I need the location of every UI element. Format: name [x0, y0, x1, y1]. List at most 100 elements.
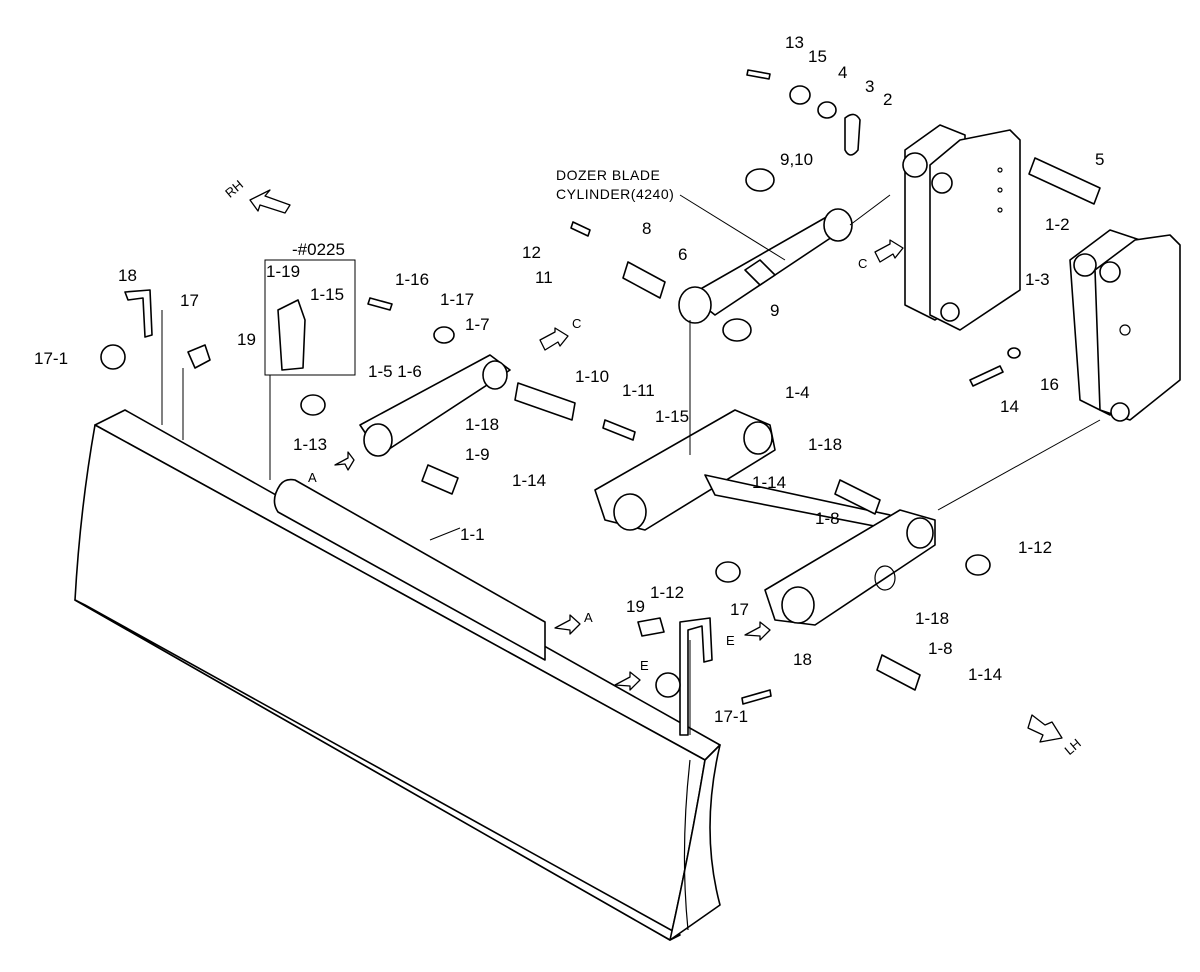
arrow-a-left — [334, 451, 355, 471]
ring-9-10 — [745, 168, 775, 192]
callout-1-15: 1-15 — [655, 407, 689, 426]
callout-1-2: 1-2 — [1045, 215, 1070, 234]
reflector-17-1-right — [655, 672, 681, 698]
callout-1-10: 1-10 — [575, 367, 609, 386]
callout-9: 9 — [770, 301, 779, 320]
label-c-top: C — [572, 316, 581, 331]
callout-4: 4 — [838, 63, 847, 82]
callout-1-19: 1-19 — [266, 262, 300, 281]
callout-1-15-inset: 1-15 — [310, 285, 344, 304]
callout-1-12-left: 1-12 — [650, 583, 684, 602]
ring-1-12-right — [965, 554, 991, 576]
clip-17-left — [124, 289, 153, 338]
callout-18-right: 18 — [793, 650, 812, 669]
callout-17-right: 17 — [730, 600, 749, 619]
callout-14: 14 — [1000, 397, 1019, 416]
bolt-14 — [969, 365, 1004, 387]
washer-3 — [817, 101, 837, 119]
leader-lines — [161, 194, 1101, 735]
callout-17-1-right: 17-1 — [714, 707, 748, 726]
callout-1-8-upper: 1-8 — [815, 509, 840, 528]
washer-16 — [1007, 347, 1021, 359]
hydraulic-cylinder — [678, 208, 853, 324]
callout-1-17: 1-17 — [440, 290, 474, 309]
callout-1-18-left: 1-18 — [465, 415, 499, 434]
label-a-mid: A — [584, 610, 593, 625]
callout-2: 2 — [883, 90, 892, 109]
frame-bracket-upper — [902, 124, 1021, 331]
callout-1-12-right: 1-12 — [1018, 538, 1052, 557]
callout-17-left: 17 — [180, 291, 199, 310]
ring-9 — [722, 318, 752, 342]
washer-4 — [789, 85, 811, 105]
callout-1-5-1-6: 1-5 1-6 — [368, 362, 422, 381]
callout-1-14-left: 1-14 — [512, 471, 546, 490]
arrow-e-left — [614, 671, 641, 691]
arrow-e-right — [744, 621, 771, 641]
callout-19-left: 19 — [237, 330, 256, 349]
arrow-a-mid — [554, 614, 581, 635]
callout-19-right: 19 — [626, 597, 645, 616]
callout-13: 13 — [785, 33, 804, 52]
callout-1-9: 1-9 — [465, 445, 490, 464]
arrow-c-top — [539, 327, 569, 351]
ring-1-13 — [300, 394, 326, 416]
pin-1-8-upper — [834, 479, 881, 515]
callout-1-4: 1-4 — [785, 383, 810, 402]
clip-17-right — [679, 617, 713, 736]
callout-1-18-mid: 1-18 — [808, 435, 842, 454]
dozer-blade — [74, 409, 721, 941]
arrow-lh — [1027, 714, 1063, 743]
callout-16: 16 — [1040, 375, 1059, 394]
wing-nut-19-left — [187, 344, 211, 369]
label-a-left: A — [308, 470, 317, 485]
callout-1-16: 1-16 — [395, 270, 429, 289]
link-arm — [359, 354, 511, 457]
caption-line1: DOZER BLADE — [556, 167, 660, 183]
serial-note: -#0225 — [292, 240, 345, 259]
bolt-1-16 — [367, 297, 393, 311]
pin-1-9 — [421, 464, 459, 495]
caption-line2: CYLINDER(4240) — [556, 186, 674, 202]
bolt-18 — [741, 689, 772, 705]
callout-1-13: 1-13 — [293, 435, 327, 454]
inset-box — [264, 259, 356, 376]
callout-1-18-right: 1-18 — [915, 609, 949, 628]
callout-18-left: 18 — [118, 266, 137, 285]
reflector-17-1-left — [100, 344, 126, 370]
callout-6: 6 — [678, 245, 687, 264]
callout-1-7: 1-7 — [465, 315, 490, 334]
wing-nut-19-right — [637, 617, 665, 637]
callout-17-1-left: 17-1 — [34, 349, 68, 368]
frame-bracket-lower — [1069, 229, 1181, 422]
pin-1-8-lower — [876, 654, 921, 691]
callout-5: 5 — [1095, 150, 1104, 169]
callout-3: 3 — [865, 77, 874, 96]
label-rh: RH — [222, 177, 246, 201]
bolt-1-15 — [602, 419, 636, 441]
label-e-right: E — [726, 633, 735, 648]
callout-12: 12 — [522, 243, 541, 262]
bolt-12 — [570, 221, 591, 237]
washer-1-7 — [433, 326, 455, 344]
hook-2 — [844, 113, 861, 156]
callout-1-8-lower: 1-8 — [928, 639, 953, 658]
callout-11: 11 — [535, 268, 553, 287]
pin-6 — [622, 261, 666, 299]
callout-1-14-mid: 1-14 — [752, 473, 786, 492]
callout-8: 8 — [642, 219, 651, 238]
callout-1-14-right: 1-14 — [968, 665, 1002, 684]
callout-1-11: 1-11 — [622, 381, 655, 400]
ring-1-12-left — [715, 561, 741, 583]
callout-15: 15 — [808, 47, 827, 66]
callout-9-10: 9,10 — [780, 150, 813, 169]
bolt-13 — [746, 69, 771, 80]
callout-1-3: 1-3 — [1025, 270, 1050, 289]
pin-1-10 — [514, 382, 576, 421]
arrow-c-right — [874, 239, 904, 263]
label-c-right: C — [858, 256, 867, 271]
dozer-arm — [594, 409, 936, 626]
label-lh: LH — [1061, 736, 1083, 758]
arrow-rh — [249, 189, 291, 214]
